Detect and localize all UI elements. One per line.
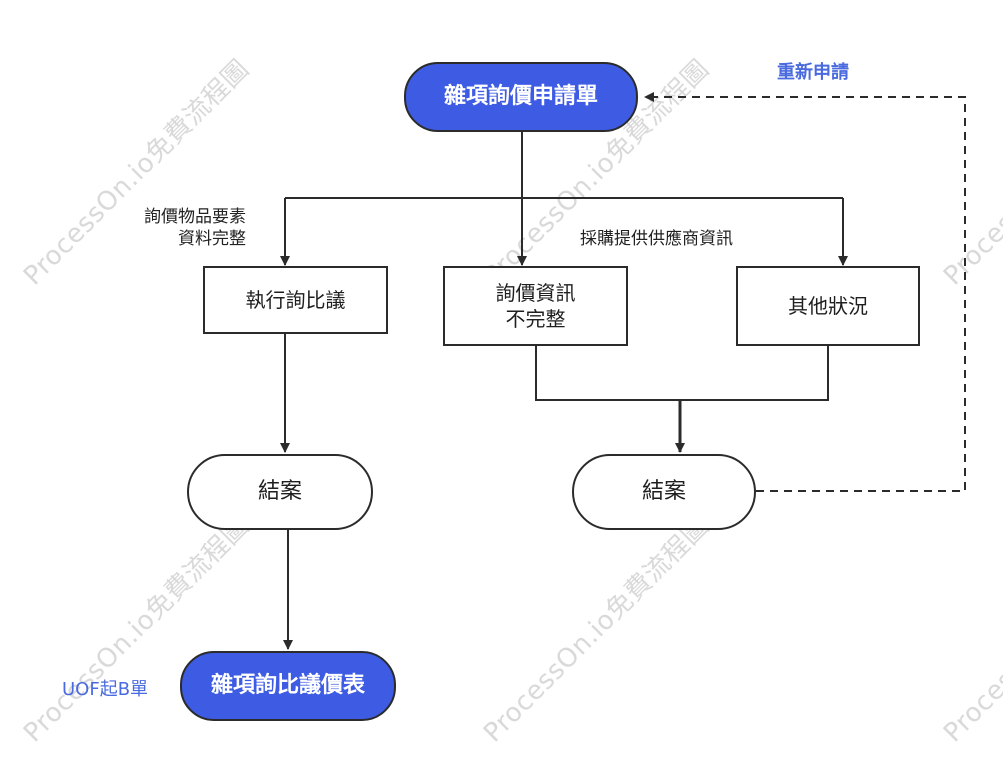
node-final[interactable]: 雜項詢比議價表 [180, 651, 396, 721]
connector-reapply-loop [644, 92, 966, 492]
label-complete-info: 詢價物品要素 資料完整 [144, 207, 246, 250]
node-end-left[interactable]: 結案 [187, 454, 373, 530]
label-uof: UOF起B單 [62, 679, 149, 700]
node-execute[interactable]: 執行詢比議 [203, 266, 388, 334]
label-supplier-info: 採購提供供應商資訊 [580, 229, 733, 249]
node-start[interactable]: 雜項詢價申請單 [404, 62, 638, 132]
label-reapply: 重新申請 [777, 62, 849, 83]
node-incomplete[interactable]: 詢價資訊 不完整 [443, 266, 628, 346]
node-end-right[interactable]: 結案 [572, 454, 756, 530]
node-other[interactable]: 其他狀況 [736, 266, 920, 346]
connector-merge [535, 346, 829, 401]
